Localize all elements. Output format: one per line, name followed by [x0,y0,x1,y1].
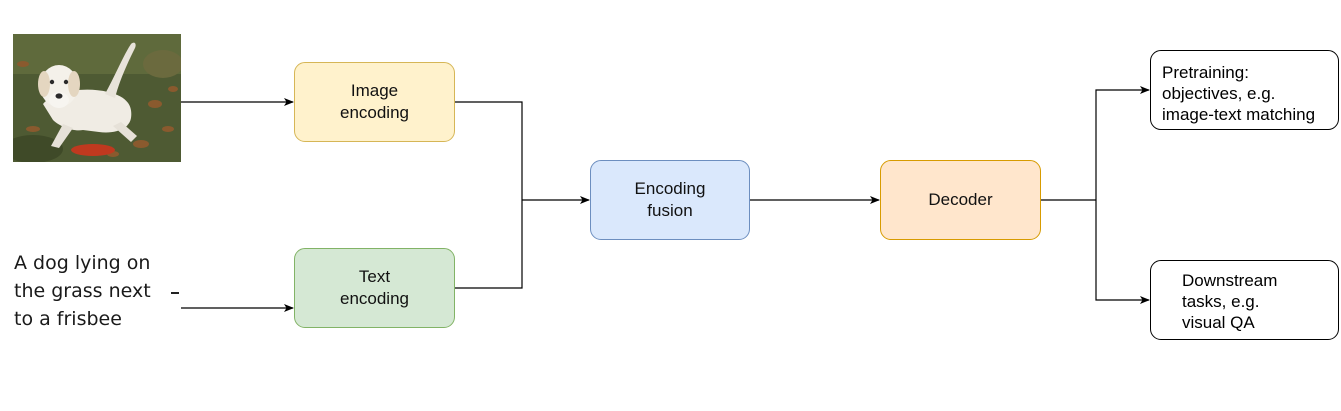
dog-photo [13,34,181,162]
downstream-line-2: tasks, e.g. [1182,292,1260,311]
decoder-label: Decoder [928,190,993,209]
caption-line-3: to a frisbee [14,308,122,330]
arrow-to-downstream [1095,200,1150,304]
caption-dash-mark [171,292,179,294]
pretraining-line-3: image-text matching [1162,105,1316,124]
image-encoding-line-1: Image [350,81,399,100]
arrow-to-pretraining [1095,86,1150,200]
text-encoding-line-1: Text [358,267,391,286]
decoder-box: Decoder [880,160,1041,240]
pretraining-line-1: Pretraining: [1162,63,1249,82]
image-encoding-line-2: encoding [339,103,409,122]
downstream-box: Downstream tasks, e.g. visual QA [1150,260,1339,340]
line-image-encoding-to-fusion [455,101,523,200]
encoding-fusion-line-2: fusion [647,201,693,220]
input-text-caption: A dog lying on the grass next to a frisb… [14,249,151,333]
downstream-line-1: Downstream [1182,271,1278,290]
encoding-fusion-line-1: Encoding [634,179,706,198]
pretraining-line-2: objectives, e.g. [1162,84,1276,103]
downstream-line-3: visual QA [1182,313,1255,332]
text-encoding-line-2: encoding [339,289,409,308]
caption-line-2: the grass next [14,280,151,302]
image-encoding-box: Image encoding [294,62,455,142]
caption-line-1: A dog lying on [14,252,151,274]
pretraining-box: Pretraining: objectives, e.g. image-text… [1150,50,1339,130]
encoding-fusion-box: Encoding fusion [590,160,750,240]
text-encoding-box: Text encoding [294,248,455,328]
line-text-encoding-to-fusion [455,200,523,289]
